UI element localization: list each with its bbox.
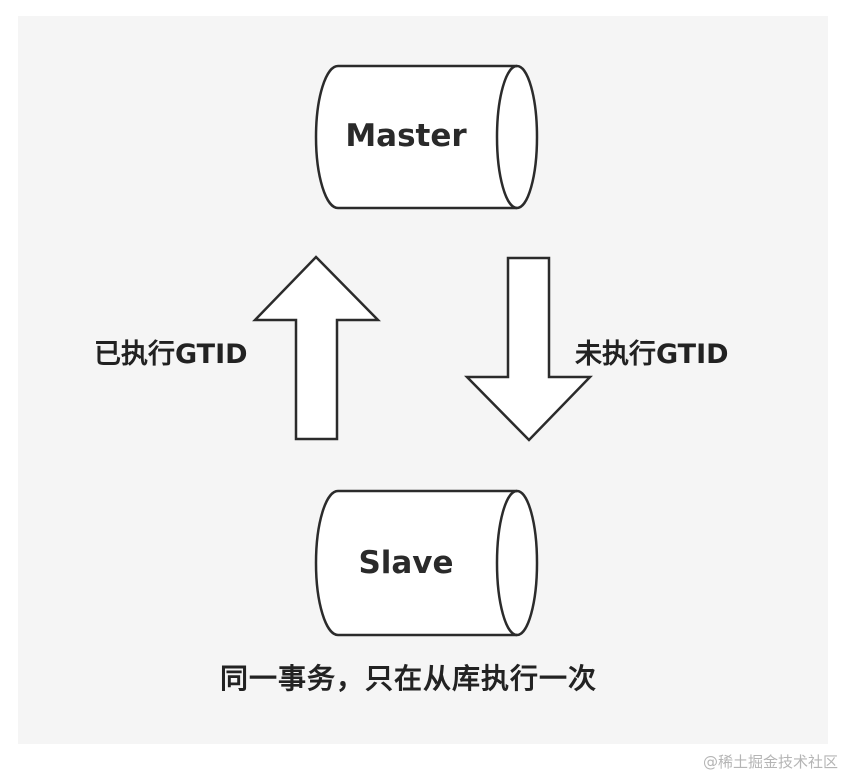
arrow-down (464, 256, 593, 442)
master-label: Master (345, 118, 467, 154)
master-node (314, 64, 539, 210)
unexecuted-gtid-label: 未执行GTID (575, 339, 729, 370)
diagram-caption: 同一事务，只在从库执行一次 (220, 662, 598, 695)
master-cylinder-cap (495, 64, 518, 210)
executed-gtid-label: 已执行GTID (94, 339, 248, 370)
slave-node (314, 489, 539, 637)
arrow-up (252, 255, 381, 441)
slave-label: Slave (358, 545, 454, 581)
watermark: @稀土掘金技术社区 (702, 753, 838, 771)
slave-cylinder-cap (495, 489, 518, 637)
